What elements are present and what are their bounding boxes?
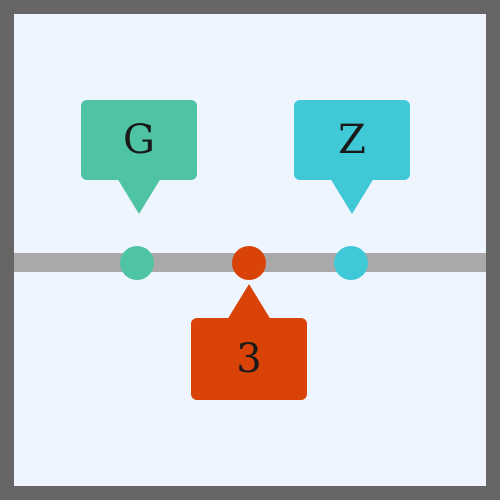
callout-z: Z: [294, 100, 410, 180]
timeline-panel: G Z 3: [14, 14, 486, 486]
timeline-marker-g[interactable]: [120, 246, 154, 280]
timeline-marker-3[interactable]: [232, 246, 266, 280]
callout-pointer-g: [117, 178, 161, 214]
callout-pointer-z: [330, 178, 374, 214]
callout-pointer-3: [227, 284, 271, 320]
callout-g: G: [81, 100, 197, 180]
callout-label-g: G: [123, 117, 155, 163]
callout-label-3: 3: [236, 336, 262, 382]
callout-label-z: Z: [338, 117, 366, 163]
timeline-marker-z[interactable]: [334, 246, 368, 280]
callout-3: 3: [191, 318, 307, 400]
